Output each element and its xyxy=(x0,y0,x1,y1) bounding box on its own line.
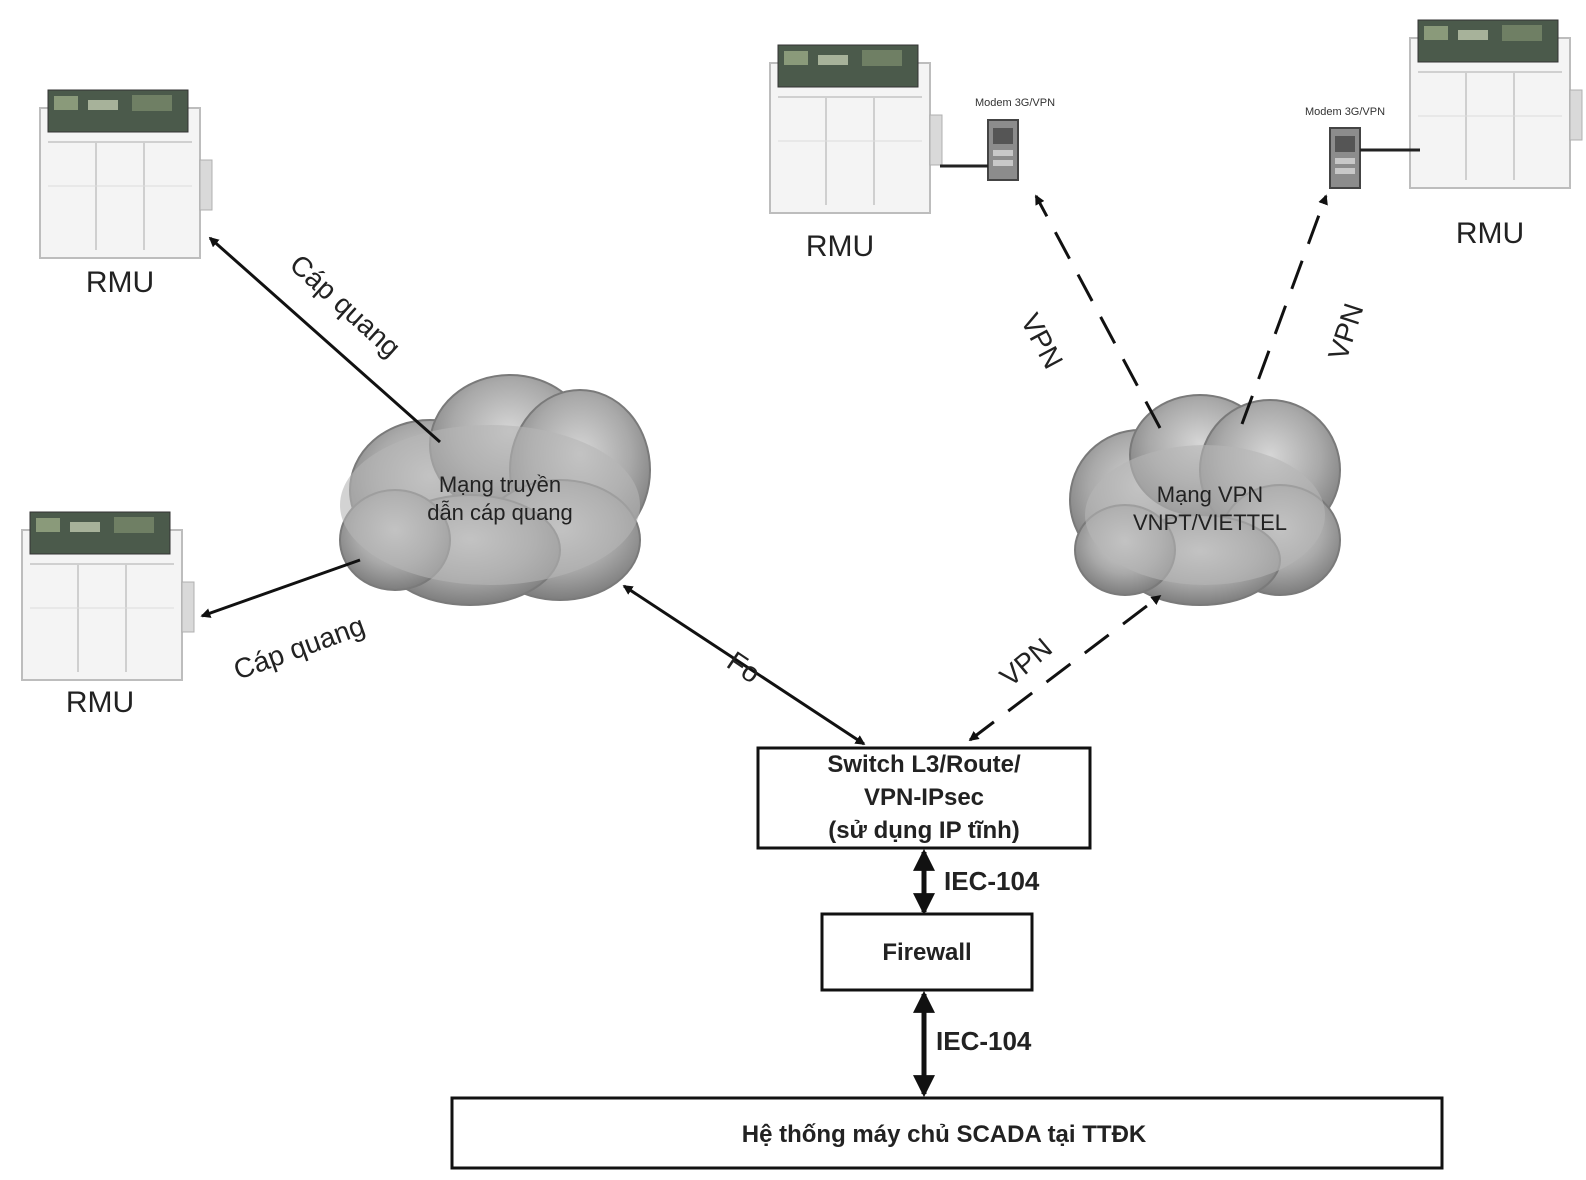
iec-link-1-label: IEC-104 xyxy=(944,866,1040,896)
rmu-left-top-label: RMU xyxy=(86,266,154,299)
vpn-cloud-line2: VNPT/VIETTEL xyxy=(1133,510,1287,535)
switch-router-box: Switch L3/Route/ VPN-IPsec (sử dụng IP t… xyxy=(756,746,1092,850)
fiber-cloud-line2: dẫn cáp quang xyxy=(427,500,573,525)
vpn-link-a-label: VPN xyxy=(1015,308,1069,373)
rmu-right-a-label: RMU xyxy=(806,230,874,263)
vpn-network-cloud: Mạng VPN VNPT/VIETTEL xyxy=(1069,394,1341,606)
vpn-link-b-label: VPN xyxy=(1322,300,1369,364)
fo-link xyxy=(622,584,866,746)
switch-line3: (sử dụng IP tĩnh) xyxy=(828,817,1020,844)
fiber-link-bottom xyxy=(200,558,361,618)
modem-b-label: Modem 3G/VPN xyxy=(1305,106,1385,118)
switch-line2: VPN-IPsec xyxy=(864,784,984,811)
vpn-switch-link-label: VPN xyxy=(994,632,1058,693)
fiber-link-top xyxy=(208,236,441,444)
firewall-box: Firewall xyxy=(820,912,1034,992)
rmu-left-top: RMU xyxy=(39,89,213,299)
vpn-link-b xyxy=(1240,194,1328,425)
fiber-link-bottom-label: Cáp quang xyxy=(229,610,368,686)
scada-server-box: Hệ thống máy chủ SCADA tại TTĐK xyxy=(450,1096,1444,1170)
vpn-link-a xyxy=(1034,194,1162,429)
rmu-right-b: RMU xyxy=(1409,19,1583,250)
switch-line1: Switch L3/Route/ xyxy=(827,751,1021,778)
firewall-label: Firewall xyxy=(882,939,971,966)
rmu-right-a: RMU xyxy=(769,44,943,263)
modem-a-label: Modem 3G/VPN xyxy=(975,97,1055,109)
vpn-cloud-line1: Mạng VPN xyxy=(1157,482,1263,507)
fiber-link-top-label: Cáp quang xyxy=(284,248,407,363)
scada-label: Hệ thống máy chủ SCADA tại TTĐK xyxy=(742,1121,1147,1148)
iec-link-2-label: IEC-104 xyxy=(936,1026,1032,1056)
vpn-switch-link xyxy=(968,594,1162,742)
fiber-network-cloud: Mạng truyền dẫn cáp quang xyxy=(339,374,651,606)
modem-a: Modem 3G/VPN xyxy=(940,97,1055,181)
rmu-right-b-label: RMU xyxy=(1456,217,1524,250)
rmu-left-bottom-label: RMU xyxy=(66,686,134,719)
fiber-cloud-line1: Mạng truyền xyxy=(439,472,561,497)
rmu-left-bottom: RMU xyxy=(21,511,195,719)
fo-link-label: Fo xyxy=(722,645,766,689)
modem-b: Modem 3G/VPN xyxy=(1305,106,1420,189)
